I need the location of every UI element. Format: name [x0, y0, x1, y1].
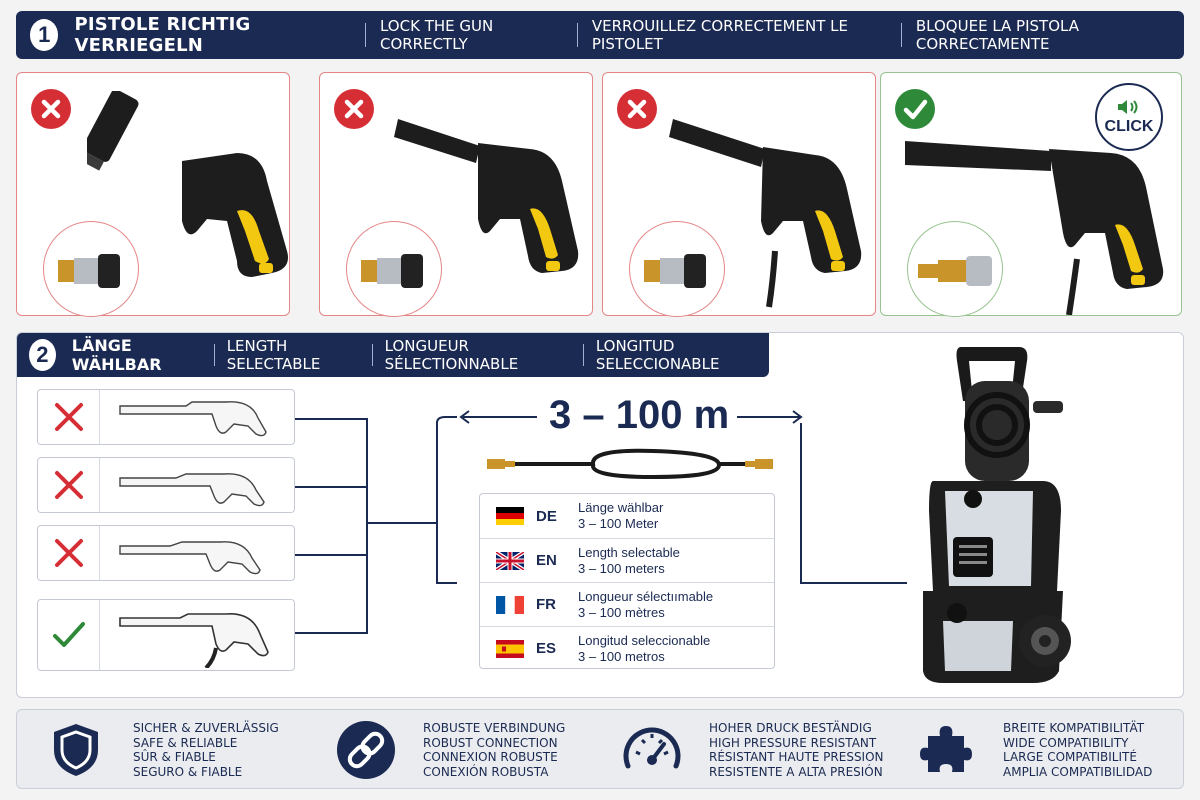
language-code: DE: [536, 507, 557, 525]
spray-gun-icon: [87, 91, 288, 277]
language-line1: Länge wählbar: [578, 500, 664, 515]
spain-flag: [496, 639, 524, 658]
section1-subtitle-fr: VERROUILLEZ CORRECTEMENT LE PISTOLET: [591, 17, 849, 53]
feature-line: RÉSISTANT HAUTE PRESSION: [709, 750, 884, 764]
cross-icon: [617, 89, 657, 129]
lock-panel-wrong-1: [16, 72, 290, 317]
feature-bar: SICHER & ZUVERLÄSSIG SAFE & RELIABLE SÛR…: [16, 709, 1184, 789]
coupling-closeup: [346, 221, 442, 317]
feature-line: SAFE & RELIABLE: [133, 735, 238, 750]
section1-header: 1 PISTOLE RICHTIG VERRIEGELN LOCK THE GU…: [16, 11, 1184, 59]
feature-pressure: HOHER DRUCK BESTÄNDIG HIGH PRESSURE RESI…: [621, 720, 884, 780]
feature-line: SICHER & ZUVERLÄSSIG: [133, 721, 279, 735]
section1-subtitle-es: BLOQUEE LA PISTOLA CORRECTAMENTE: [915, 17, 1079, 53]
feature-line: SÛR & FIABLE: [133, 750, 216, 764]
cross-icon: [31, 89, 71, 129]
puzzle-piece-icon: [920, 726, 972, 772]
coupling-closeup: [907, 221, 1003, 317]
length-option-1: [37, 389, 295, 445]
feature-line: BREITE KOMPATIBILITÄT: [1003, 721, 1145, 735]
spray-gun-icon: [905, 141, 1164, 315]
language-line1: Longitud seleccionable: [578, 632, 711, 648]
pressure-washer-icon: [923, 347, 1071, 683]
chain-link-icon: [337, 721, 395, 779]
spray-gun-outline-icon: [119, 613, 269, 668]
check-icon: [895, 89, 935, 129]
length-option-4: [37, 599, 295, 671]
pressure-gauge-icon: [623, 727, 681, 769]
feature-safe: SICHER & ZUVERLÄSSIG SAFE & RELIABLE SÛR…: [45, 720, 279, 780]
hose-icon: [487, 448, 773, 480]
spray-gun-outline-icon: [119, 473, 265, 507]
language-line1: Length selectable: [578, 544, 680, 560]
section2-subtitle-en: LENGTH SELECTABLE: [226, 337, 321, 373]
feature-line: ROBUST CONNECTION: [423, 735, 558, 750]
section2-title: LÄNGE WÄHLBAR: [71, 336, 162, 374]
uk-flag: [496, 551, 524, 570]
spray-gun-outline-icon: [119, 541, 261, 575]
spray-gun-icon: [394, 119, 579, 273]
cross-icon: [54, 539, 83, 567]
spray-gun-icon: [669, 119, 862, 308]
feature-connection: ROBUSTE VERBINDUNG ROBUST CONNECTION CON…: [335, 720, 565, 780]
feature-line: RESISTENTE A ALTA PRESIÓN: [709, 764, 883, 779]
coupling-closeup: [629, 221, 725, 317]
section2: 2 LÄNGE WÄHLBAR LENGTH SELECTABLE LONGUE…: [16, 332, 1184, 698]
cross-icon: [334, 89, 374, 129]
lock-panel-wrong-3: [602, 72, 876, 317]
feature-line: CONNEXION ROBUSTE: [423, 750, 558, 764]
feature-line: AMPLIA COMPATIBILIDAD: [1003, 764, 1153, 779]
language-code: EN: [536, 552, 557, 569]
shield-icon: [54, 724, 98, 776]
feature-line: HIGH PRESSURE RESISTANT: [709, 735, 877, 750]
language-line1: Longueur sélectıımable: [578, 588, 714, 604]
language-code: ES: [536, 640, 557, 657]
check-icon: [52, 622, 85, 647]
section1-title: PISTOLE RICHTIG VERRIEGELN: [74, 14, 251, 56]
length-option-3: [37, 525, 295, 581]
feature-line: SEGURO & FIABLE: [133, 764, 243, 779]
coupling-closeup: [43, 221, 139, 317]
length-option-2: [37, 457, 295, 513]
feature-line: WIDE COMPATIBILITY: [1003, 735, 1129, 750]
feature-line: CONEXIÓN ROBUSTA: [423, 764, 549, 779]
feature-compatibility: BREITE KOMPATIBILITÄT WIDE COMPATIBILITY…: [915, 720, 1152, 780]
language-line2: 3 – 100 mètres: [578, 604, 665, 620]
france-flag: [496, 595, 524, 614]
lock-panel-wrong-2: [319, 72, 593, 317]
section2-number: 2: [29, 339, 56, 371]
lock-panel-correct: CLICK: [880, 72, 1182, 317]
section2-subtitle-fr: LONGUEUR SÉLECTIONNABLE: [384, 337, 519, 373]
section2-header: 2 LÄNGE WÄHLBAR LENGTH SELECTABLE LONGUE…: [17, 333, 769, 377]
feature-line: LARGE COMPATIBILITÉ: [1003, 750, 1137, 764]
germany-flag: [496, 507, 524, 525]
language-line2: 3 – 100 metros: [578, 648, 665, 664]
click-label: CLICK: [1104, 118, 1154, 135]
feature-line: HOHER DRUCK BESTÄNDIG: [709, 721, 872, 735]
connector-lines: [295, 410, 907, 634]
cross-icon: [54, 403, 83, 431]
speaker-icon: [1118, 100, 1138, 114]
cross-icon: [54, 471, 83, 499]
section1-number: 1: [30, 19, 59, 51]
language-code: FR: [536, 596, 556, 613]
language-line2: 3 – 100 meters: [578, 560, 665, 576]
section1-subtitle-en: LOCK THE GUN CORRECTLY: [379, 17, 494, 53]
language-line2: 3 – 100 Meter: [578, 516, 659, 531]
click-badge: CLICK: [1095, 83, 1163, 151]
feature-line: ROBUSTE VERBINDUNG: [423, 721, 566, 735]
section2-subtitle-es: LONGITUD SELECCIONABLE: [595, 337, 720, 373]
length-range: 3 – 100 m: [549, 393, 730, 437]
spray-gun-outline-icon: [119, 401, 267, 437]
